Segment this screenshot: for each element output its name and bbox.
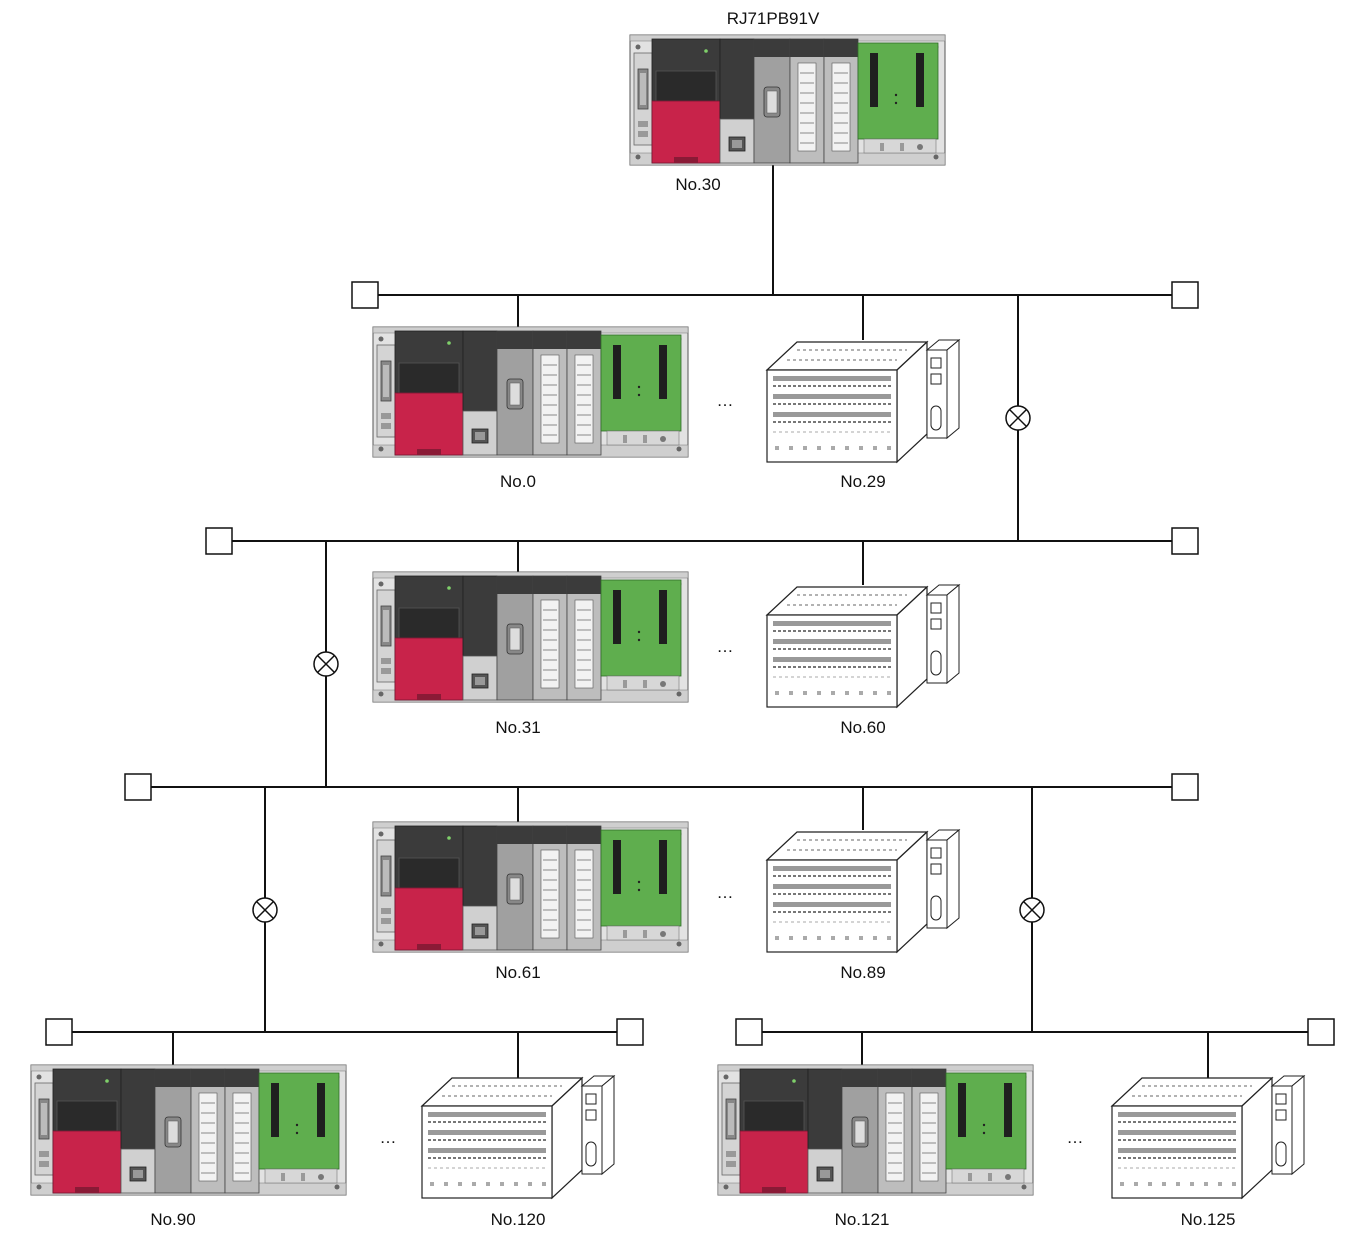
circle-x-repeater-icon (252, 897, 278, 923)
segment-3: … No.61 No.89 (372, 821, 961, 982)
square-terminator-icon (205, 527, 233, 555)
square-terminator-icon (351, 281, 379, 309)
slave-device (765, 583, 961, 709)
circle-x-repeater-icon (1019, 897, 1045, 923)
ellipsis: … (380, 1128, 397, 1147)
master-model-label: RJ71PB91V (727, 9, 820, 28)
plc-station-label: No.90 (150, 1210, 195, 1229)
slave-station-label: No.60 (840, 718, 885, 737)
master-station-label: No.30 (675, 175, 720, 194)
segment-2: … No.31 No.60 (372, 571, 961, 737)
slave-device (1110, 1074, 1306, 1200)
plc-station-label: No.61 (495, 963, 540, 982)
square-terminator-icon (1307, 1018, 1335, 1046)
profibus-cables (72, 165, 1308, 1078)
square-terminator-icon (124, 773, 152, 801)
square-terminator-icon (45, 1018, 73, 1046)
circle-x-repeater-icon (313, 651, 339, 677)
plc-rack (372, 821, 689, 953)
ellipsis: … (717, 637, 734, 656)
plc-station-label: No.31 (495, 718, 540, 737)
slave-station-label: No.120 (491, 1210, 546, 1229)
circle-x-repeater-icon (1005, 405, 1031, 431)
ellipsis: … (1067, 1128, 1084, 1147)
segment-1: … No.0 No.29 (372, 326, 961, 491)
plc-rack (372, 326, 689, 458)
square-terminator-icon (1171, 281, 1199, 309)
plc-rack (717, 1064, 1034, 1196)
slave-device (765, 828, 961, 954)
plc-rack (30, 1064, 347, 1196)
slave-device (765, 338, 961, 464)
segment-5: … No.121 No.125 (717, 1064, 1306, 1229)
square-terminator-icon (616, 1018, 644, 1046)
square-terminator-icon (735, 1018, 763, 1046)
plc-station-label: No.121 (835, 1210, 890, 1229)
slave-station-label: No.89 (840, 963, 885, 982)
master-plc-rack (629, 34, 946, 166)
ellipsis: … (717, 883, 734, 902)
master-station: RJ71PB91V No.30 (629, 9, 946, 194)
plc-station-label: No.0 (500, 472, 536, 491)
slave-device (420, 1074, 616, 1200)
terminators (45, 281, 1335, 1046)
square-terminator-icon (1171, 773, 1199, 801)
ellipsis: … (717, 391, 734, 410)
slave-station-label: No.125 (1181, 1210, 1236, 1229)
plc-rack (372, 571, 689, 703)
square-terminator-icon (1171, 527, 1199, 555)
segment-4: … No.90 No.120 (30, 1064, 616, 1229)
slave-station-label: No.29 (840, 472, 885, 491)
